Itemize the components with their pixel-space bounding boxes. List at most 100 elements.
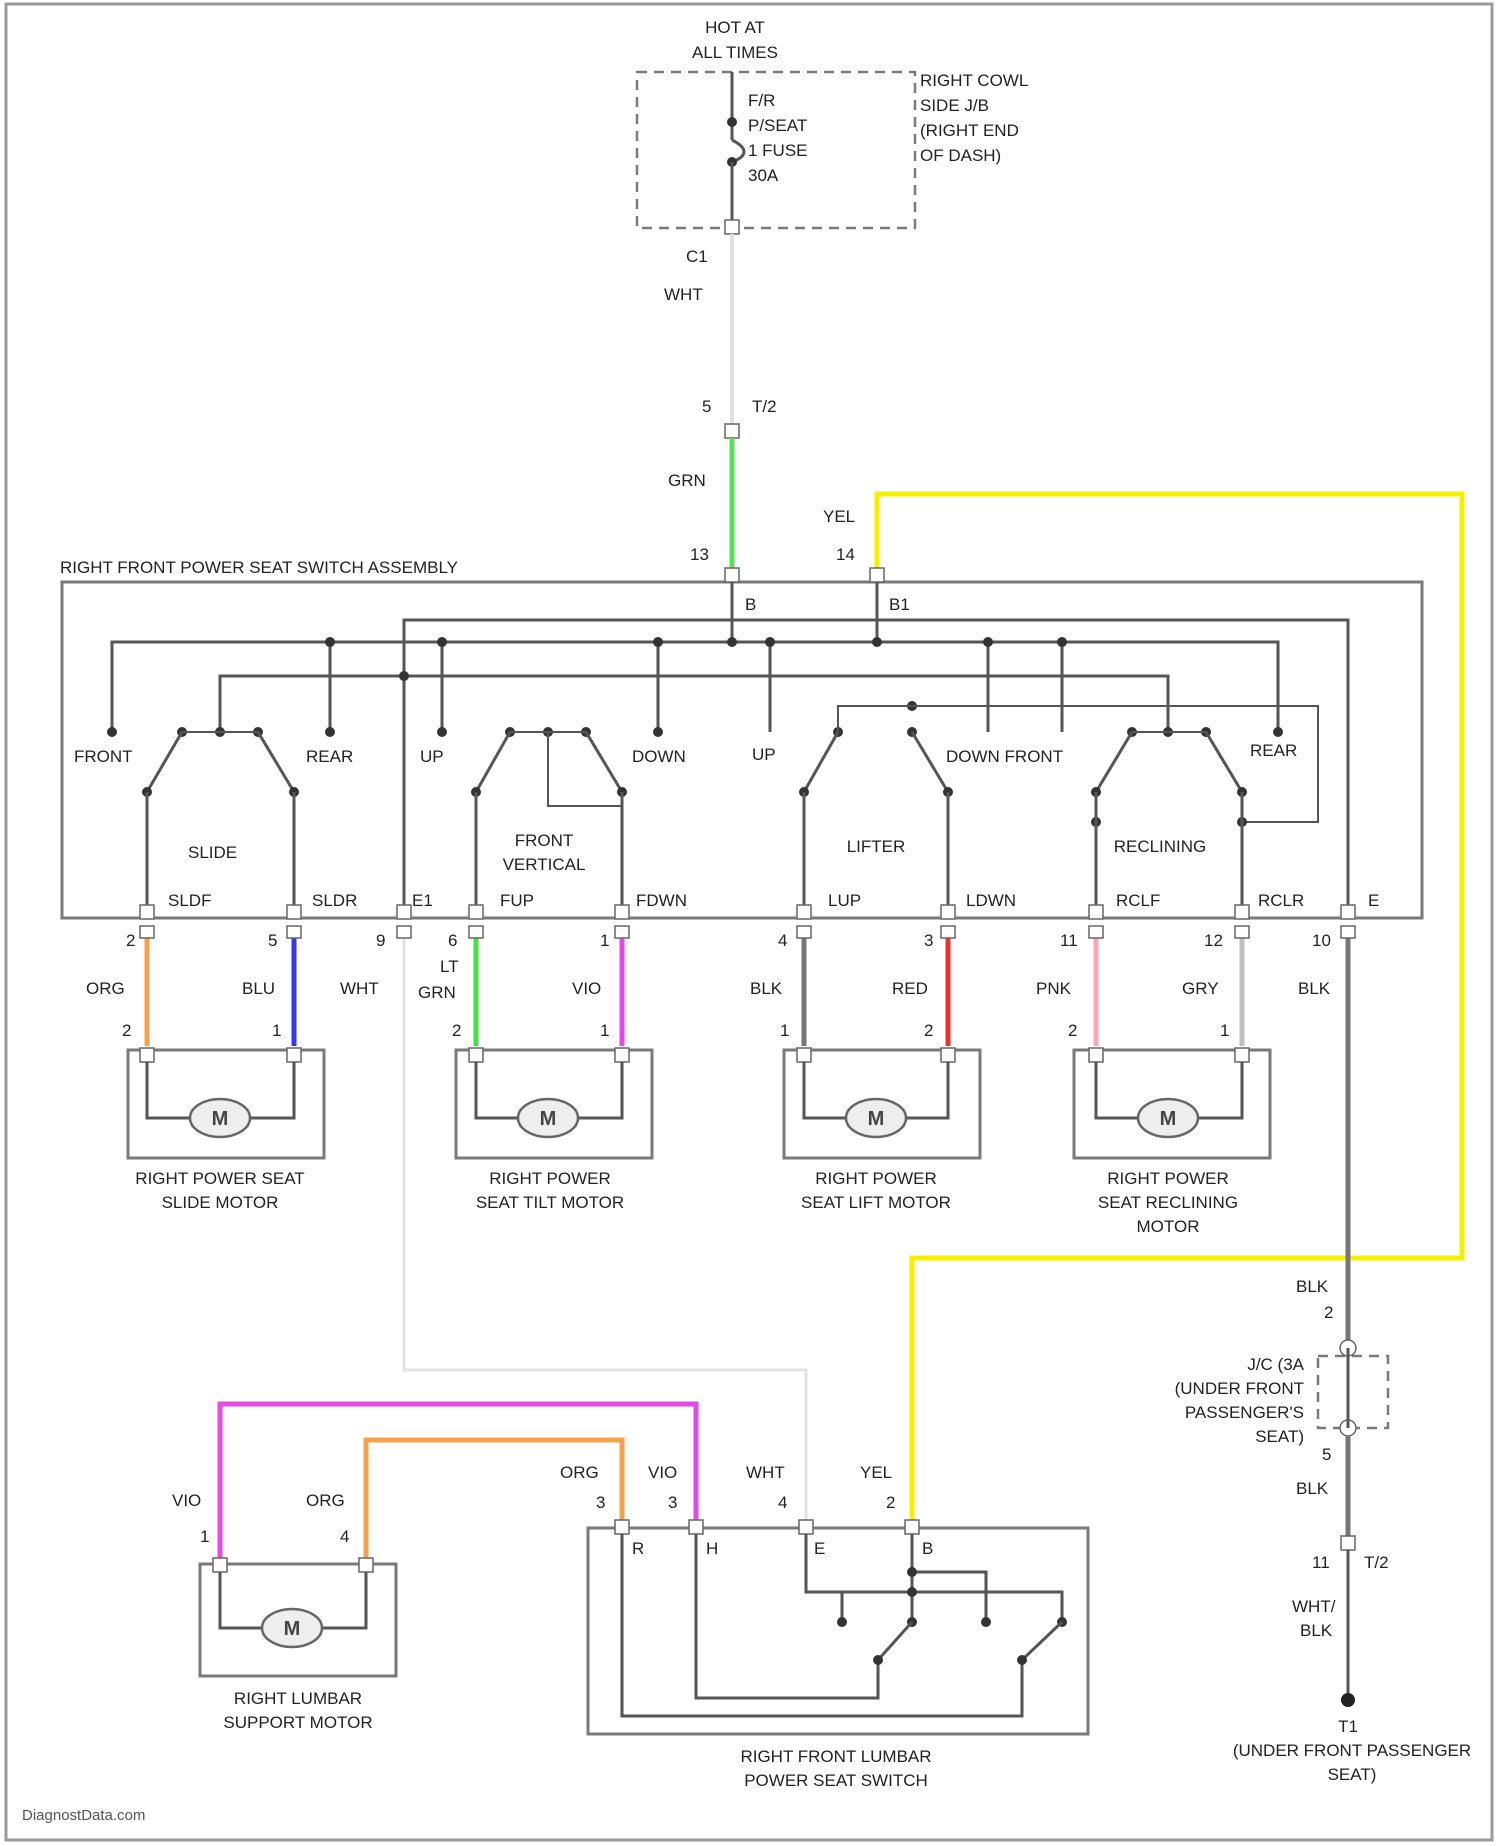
motor-symbol: M	[284, 1618, 301, 1640]
lift-downfront-label: DOWN FRONT	[946, 747, 1063, 766]
node-44	[1017, 1655, 1027, 1665]
harness-label-lt: LT	[440, 957, 459, 976]
harness-pin-11: 11	[1060, 931, 1078, 950]
ground-blk-label-2: BLK	[1296, 1479, 1329, 1498]
pin-label-14: 14	[836, 545, 855, 564]
lumbar-sw-pin-2: 2	[886, 1493, 895, 1512]
element-39	[1341, 926, 1355, 938]
watermark: DiagnostData.com	[22, 1807, 145, 1824]
node-8	[107, 727, 117, 737]
harness-pin-9: 9	[376, 931, 385, 950]
element-30	[140, 926, 154, 938]
jc-label-3: PASSENGER'S	[1185, 1403, 1304, 1422]
element-33	[469, 926, 483, 938]
node-41	[981, 1617, 991, 1627]
element-60	[1235, 1048, 1249, 1062]
lumbar-switch-label-1: RIGHT FRONT LUMBAR	[740, 1747, 931, 1766]
harness-pin-12: 12	[1204, 931, 1223, 950]
harness-label-blk2: BLK	[1298, 979, 1331, 998]
node-30	[1273, 727, 1283, 737]
element-22	[397, 905, 411, 919]
element-75	[905, 1520, 919, 1534]
lumbar-term-h: H	[706, 1539, 718, 1558]
recl-rear-label: REAR	[1250, 741, 1297, 760]
element-20	[140, 905, 154, 919]
term-sldf: SLDF	[168, 891, 211, 910]
lumbar-org-label: ORG	[306, 1491, 345, 1510]
harness-label-ltgrn: GRN	[418, 983, 456, 1002]
tilt-motor-label-2: SEAT TILT MOTOR	[476, 1193, 624, 1212]
element-59	[1089, 1048, 1103, 1062]
harness-label-blk: BLK	[750, 979, 783, 998]
node-5	[872, 637, 882, 647]
term-e: E	[1368, 891, 1379, 910]
tilt-motor-label-1: RIGHT POWER	[489, 1169, 611, 1188]
fuse-label-2: P/SEAT	[748, 116, 807, 135]
tilt-front-label: FRONT	[515, 831, 574, 850]
pin-label-b: B	[745, 595, 756, 614]
connector-t2-label: T/2	[752, 397, 777, 416]
element-73	[689, 1520, 703, 1534]
pin-label-b1: B1	[889, 595, 910, 614]
recl-motor-label-3: MOTOR	[1137, 1217, 1200, 1236]
harness-pin-5: 5	[268, 931, 277, 950]
slide-motor-label-1: RIGHT POWER SEAT	[135, 1169, 304, 1188]
connector-c1-label: C1	[686, 247, 708, 266]
term-ldwn: LDWN	[966, 891, 1016, 910]
term-e1: E1	[412, 891, 433, 910]
lumbar-sw-wht-label: WHT	[746, 1463, 785, 1482]
lumbar-term-r: R	[632, 1539, 644, 1558]
slide-front-label: FRONT	[74, 747, 133, 766]
lumbar-sw-vio-label: VIO	[648, 1463, 677, 1482]
node-43	[873, 1655, 883, 1665]
pin-label-5: 5	[702, 397, 711, 416]
wire-label-yel: YEL	[823, 507, 855, 526]
slide-rear-label: REAR	[306, 747, 353, 766]
lumbar-sw-pin-3b: 3	[668, 1493, 677, 1512]
recl-motor-label-1: RIGHT POWER	[1107, 1169, 1229, 1188]
wire-label-wht: WHT	[664, 285, 703, 304]
power-hot-label: HOT AT	[705, 18, 765, 37]
pin-b	[725, 568, 739, 582]
motor-pin-2: 2	[452, 1021, 461, 1040]
harness-label-vio: VIO	[572, 979, 601, 998]
element-68	[359, 1558, 373, 1572]
tilt-vertical-label: VERTICAL	[503, 855, 586, 874]
term-rclf: RCLF	[1116, 891, 1160, 910]
motor-pin-1: 1	[1220, 1021, 1229, 1040]
element-67	[213, 1558, 227, 1572]
bus-b-node	[727, 637, 737, 647]
harness-label-org: ORG	[86, 979, 125, 998]
jb-label-2: SIDE J/B	[920, 96, 989, 115]
motor-symbol: M	[540, 1108, 557, 1130]
ground-t1-label-1: (UNDER FRONT PASSENGER	[1233, 1741, 1471, 1760]
lumbar-sw-org-label: ORG	[560, 1463, 599, 1482]
pin-label-13: 13	[690, 545, 709, 564]
harness-pin-2: 2	[126, 931, 135, 950]
node-16	[653, 727, 663, 737]
reclining-label: RECLINING	[1114, 837, 1207, 856]
lumbar-sw-pin-3a: 3	[596, 1493, 605, 1512]
slide-label: SLIDE	[188, 843, 237, 862]
harness-label-wht: WHT	[340, 979, 379, 998]
ground-whtblk-label-1: WHT/	[1292, 1597, 1336, 1616]
lift-motor-label-2: SEAT LIFT MOTOR	[801, 1193, 951, 1212]
fuse-label-1: F/R	[748, 91, 775, 110]
jb-label-1: RIGHT COWL	[920, 71, 1028, 90]
element-74	[799, 1520, 813, 1534]
element-37	[1089, 926, 1103, 938]
motor-pin-2: 2	[1068, 1021, 1077, 1040]
jb-label-4: OF DASH)	[920, 146, 1001, 165]
element-42	[287, 1048, 301, 1062]
connector-c1-pin	[725, 220, 739, 234]
lumbar-motor-label-1: RIGHT LUMBAR	[234, 1689, 362, 1708]
lumbar-switch-label-2: POWER SEAT SWITCH	[744, 1771, 928, 1790]
lumbar-term-b: B	[922, 1539, 933, 1558]
jc-label-2: (UNDER FRONT	[1175, 1379, 1304, 1398]
term-sldr: SLDR	[312, 891, 357, 910]
lumbar-pin-4: 4	[340, 1527, 349, 1546]
node-39	[837, 1617, 847, 1627]
motor-symbol: M	[1160, 1108, 1177, 1130]
node-37	[907, 1567, 917, 1577]
